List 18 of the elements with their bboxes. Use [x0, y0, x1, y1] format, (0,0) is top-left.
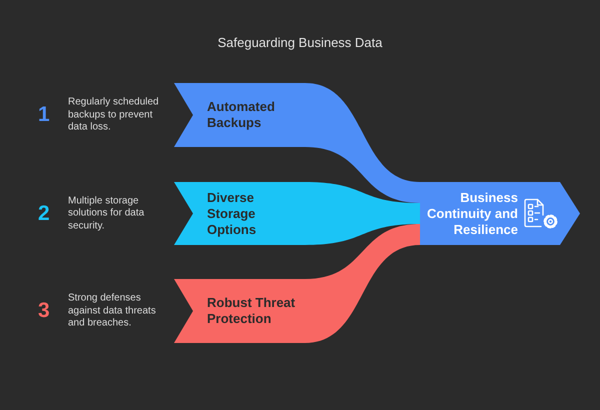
step-description: Multiple storage solutions for data security.: [68, 194, 146, 232]
band-label: Diverse Storage Options: [207, 190, 258, 238]
step-description: Regularly scheduled backups to prevent data loss.: [68, 96, 160, 134]
chevron-band: [174, 279, 305, 343]
chevron-band: [174, 182, 305, 245]
flow-ribbon: [305, 182, 420, 245]
flow-ribbon: [305, 83, 420, 203]
step-number: 2: [38, 202, 50, 226]
band-label: Robust Threat Protection: [207, 295, 296, 327]
band-label: Automated Backups: [207, 99, 276, 131]
step-number: 1: [38, 103, 50, 127]
diagram-title: Safeguarding Business Data: [218, 35, 382, 51]
step-number: 3: [38, 299, 50, 323]
arrow-label: Business Continuity and Resilience: [426, 190, 518, 238]
chevron-band: [174, 83, 305, 147]
flow-ribbon: [305, 224, 420, 343]
step-description: Strong defenses against data threats and breaches.: [68, 292, 157, 330]
result-arrow: [420, 182, 580, 245]
